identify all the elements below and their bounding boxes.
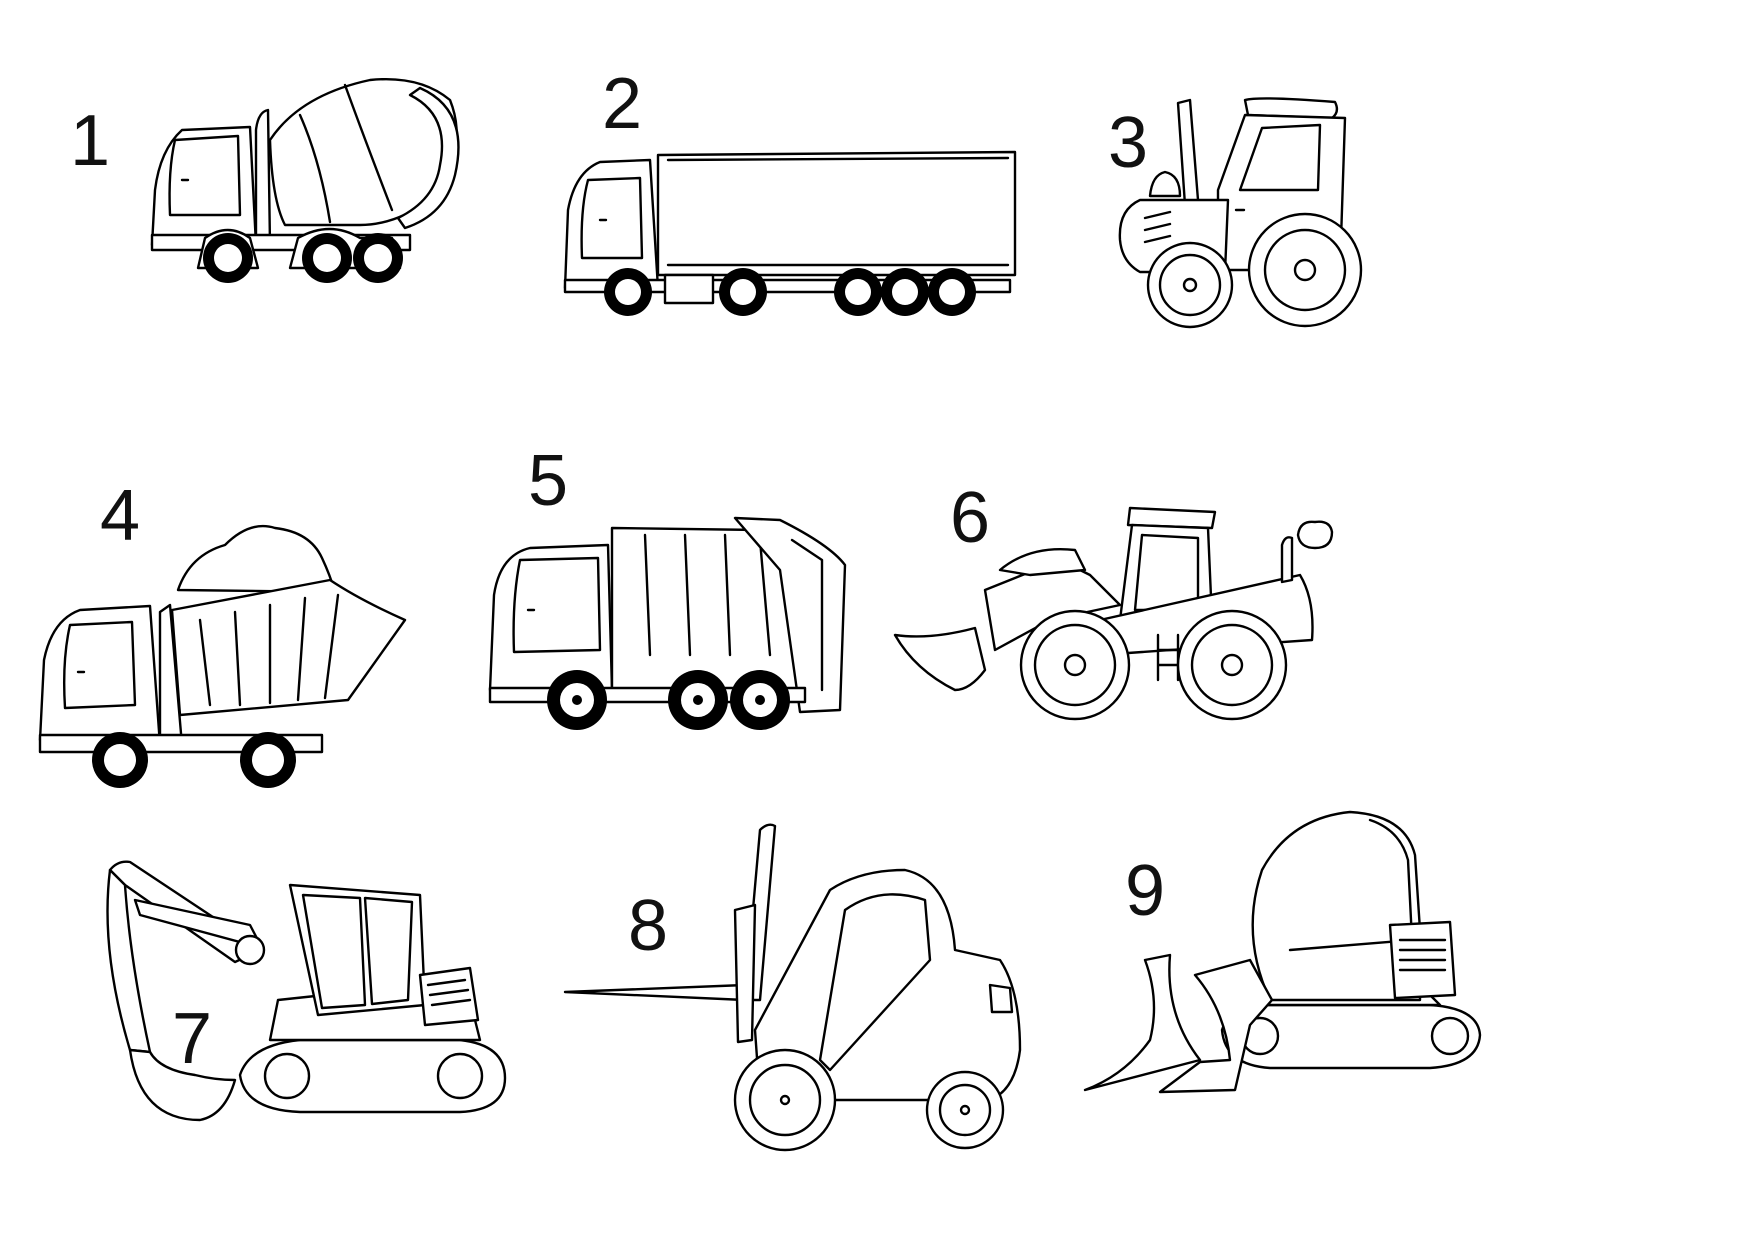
forklift-icon <box>563 823 1022 1152</box>
label-7: 7 <box>172 999 213 1079</box>
semi-truck-icon <box>563 150 1017 316</box>
cement-mixer-truck-icon <box>150 78 460 283</box>
label-6: 6 <box>950 478 991 558</box>
label-9: 9 <box>1125 851 1166 931</box>
label-1: 1 <box>70 101 111 181</box>
wheel-loader-icon <box>893 506 1334 721</box>
label-4: 4 <box>100 476 141 556</box>
label-5: 5 <box>528 441 569 521</box>
dump-truck-icon <box>38 524 407 788</box>
tractor-icon <box>1118 97 1363 329</box>
label-3: 3 <box>1108 103 1149 183</box>
label-2: 2 <box>602 64 643 144</box>
label-8: 8 <box>628 886 669 966</box>
bulldozer-icon <box>1083 810 1482 1094</box>
garbage-truck-icon <box>488 516 847 730</box>
excavator-icon <box>106 860 507 1122</box>
